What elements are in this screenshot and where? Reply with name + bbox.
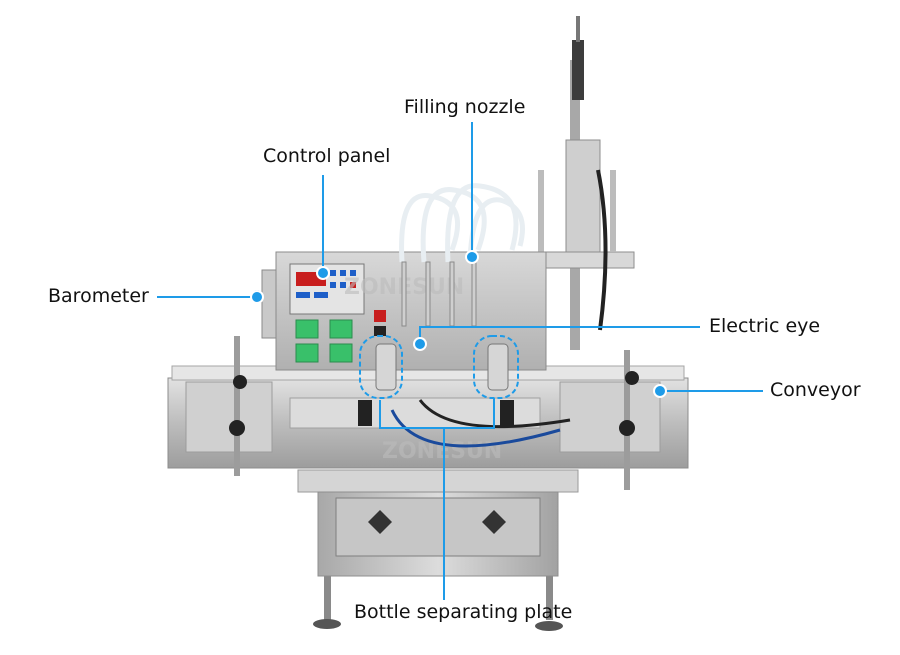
filling-hoses: [399, 183, 525, 263]
bottle-separating-plate-label: Bottle separating plate: [354, 601, 573, 623]
separator-wheels: [358, 343, 571, 448]
filling-nozzles: [401, 261, 477, 327]
callout-dots: [250, 250, 667, 398]
vent-icon: [368, 510, 506, 534]
base-cabinet: [297, 469, 579, 577]
machine-feet: [313, 570, 563, 631]
guide-rails: [229, 336, 639, 490]
pump-indicator-grid: [295, 319, 353, 363]
lift-column: [525, 16, 635, 350]
separator-highlight: [359, 335, 519, 399]
callout-lines: [157, 122, 763, 600]
control-panel-label: Control panel: [263, 145, 391, 167]
conveyor-label: Conveyor: [770, 379, 861, 401]
barometer-label: Barometer: [48, 285, 149, 307]
conveyor-body: [167, 365, 689, 469]
barometer-icon: [249, 269, 277, 339]
electric-eye-label: Electric eye: [709, 315, 821, 337]
filling-nozzle-label: Filling nozzle: [404, 96, 526, 118]
